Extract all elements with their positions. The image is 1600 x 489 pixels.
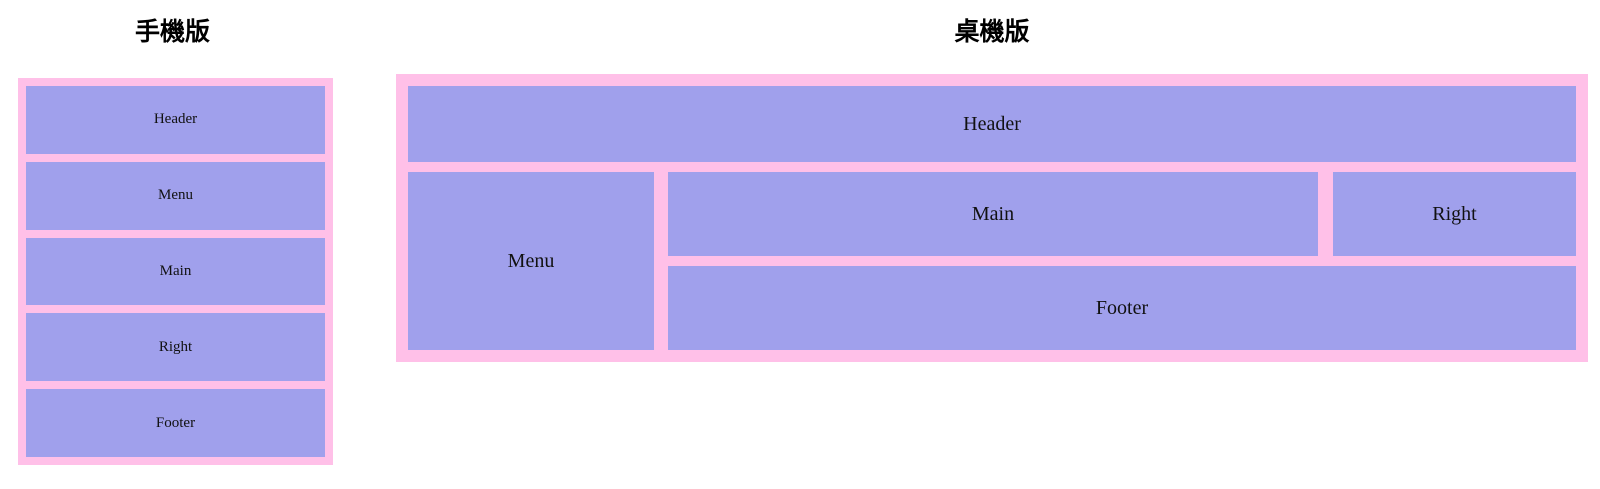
desktop-content-stack: Main Right Footer: [668, 172, 1576, 350]
desktop-layout-diagram: Header Menu Main Right Footer: [396, 74, 1588, 362]
desktop-block-main: Main: [668, 172, 1318, 256]
desktop-body-row: Menu Main Right Footer: [408, 172, 1576, 350]
desktop-section-title: 桌機版: [954, 17, 1030, 46]
desktop-block-menu: Menu: [408, 172, 654, 350]
mobile-layout-diagram: Header Menu Main Right Footer: [18, 78, 333, 465]
mobile-block-header: Header: [26, 86, 325, 154]
mobile-section-title: 手機版: [134, 17, 210, 46]
desktop-block-footer: Footer: [668, 266, 1576, 350]
mobile-block-footer: Footer: [26, 389, 325, 457]
desktop-block-header: Header: [408, 86, 1576, 162]
desktop-upper-row: Main Right: [668, 172, 1576, 256]
mobile-block-menu: Menu: [26, 161, 325, 230]
mobile-block-right: Right: [26, 313, 325, 382]
mobile-block-main: Main: [26, 237, 325, 306]
desktop-block-right: Right: [1333, 172, 1576, 256]
